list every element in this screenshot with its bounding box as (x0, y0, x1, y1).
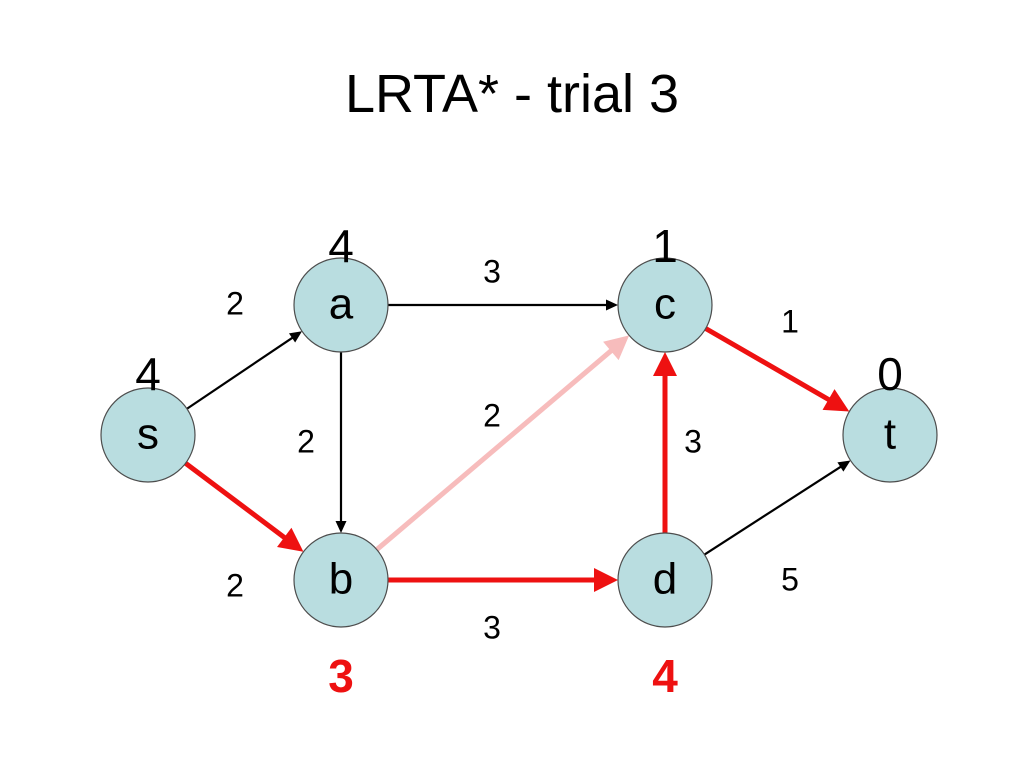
edge-b-c (375, 335, 630, 552)
edge-line (186, 336, 294, 410)
node-a: a (293, 257, 389, 353)
node-label-b: b (329, 555, 353, 604)
arrowhead (603, 335, 630, 361)
h-value-a: 4 (328, 220, 354, 272)
edge-line (704, 326, 831, 403)
edge-line (375, 348, 614, 552)
edge-weight-b-d: 3 (483, 609, 501, 645)
edge-weight-a-c: 3 (483, 253, 501, 289)
node-b: b (293, 532, 389, 628)
edge-weight-c-t: 1 (781, 303, 799, 339)
node-label-d: d (653, 555, 677, 604)
nodes-layer: s a b c d t (100, 257, 938, 628)
arrowhead (837, 460, 851, 472)
node-circle (293, 257, 389, 353)
edge-weight-b-c: 2 (483, 397, 501, 433)
node-label-s: s (137, 410, 159, 459)
page-title: LRTA* - trial 3 (344, 64, 680, 124)
node-circle (293, 532, 389, 628)
edge-a-c (388, 299, 618, 311)
node-c: c (617, 257, 713, 353)
node-circle (842, 387, 938, 483)
arrowhead (822, 389, 850, 412)
h-value-d: 4 (652, 650, 678, 702)
node-t: t (842, 387, 938, 483)
edge-weight-s-a: 2 (226, 285, 244, 321)
node-circle (617, 257, 713, 353)
node-label-a: a (329, 280, 354, 329)
edges-layer (184, 299, 851, 592)
edge-line (703, 465, 842, 556)
node-label-c: c (654, 280, 676, 329)
arrowhead (288, 331, 303, 343)
node-d: d (617, 532, 713, 628)
edge-weight-d-c: 3 (684, 423, 702, 459)
edge-weight-a-b: 2 (297, 423, 315, 459)
arrowhead (335, 521, 347, 533)
edge-a-b (335, 352, 347, 533)
edge-d-c (653, 352, 677, 533)
node-s: s (100, 387, 196, 483)
h-value-c: 1 (652, 220, 678, 272)
h-value-t: 0 (877, 348, 903, 400)
node-circle (100, 387, 196, 483)
arrowhead (277, 527, 304, 552)
arrowhead (606, 299, 618, 311)
edge-weight-d-t: 5 (781, 561, 799, 597)
edge-s-b (184, 461, 304, 552)
arrowhead (594, 568, 618, 592)
edge-line (184, 461, 287, 540)
h-value-b: 3 (328, 650, 354, 702)
edge-c-t (704, 326, 850, 412)
edge-b-d (388, 568, 618, 592)
edge-d-t (703, 460, 851, 556)
node-label-t: t (884, 410, 896, 459)
h-value-s: 4 (135, 348, 161, 400)
edge-weight-s-b: 2 (226, 567, 244, 603)
labels-layer: 2 2 3 2 5 2 3 3 1 4 4 3 1 4 0 (135, 220, 903, 702)
edge-s-a (186, 331, 303, 410)
node-circle (617, 532, 713, 628)
arrowhead (653, 352, 677, 376)
